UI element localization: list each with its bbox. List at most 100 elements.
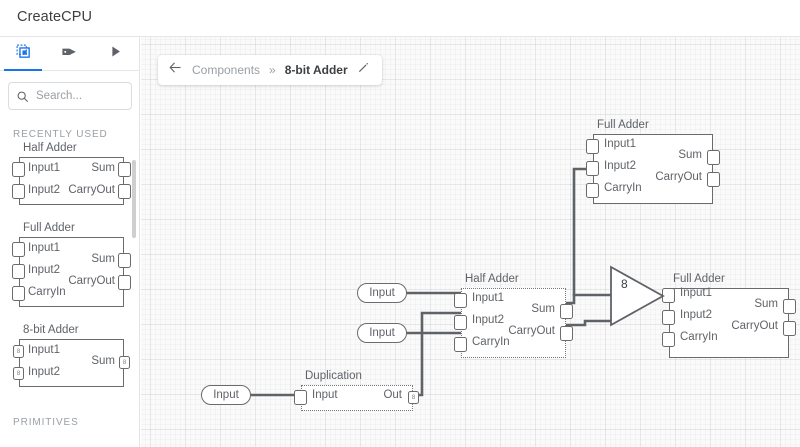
pin-label-sum: Sum [91, 162, 115, 174]
palette-scrollbar[interactable] [132, 160, 136, 238]
section-heading-primitives: PRIMITIVES [13, 417, 79, 428]
pin-label-sum: Sum [531, 303, 555, 315]
pin-label-carryin: CarryIn [28, 286, 66, 298]
bus-widener[interactable]: 8 [601, 265, 667, 327]
pin-label-carryout: CarryOut [731, 320, 778, 332]
pin-input1[interactable] [586, 139, 599, 154]
tab-components[interactable] [0, 37, 46, 71]
pin-carryin[interactable] [454, 337, 467, 352]
pin-carryin[interactable] [12, 286, 25, 301]
pin-label-input1: Input1 [28, 162, 60, 174]
pin-label-input1: Input1 [604, 138, 636, 150]
pin-label-carryout: CarryOut [655, 171, 702, 183]
chip-body [19, 157, 124, 205]
search-box[interactable] [8, 82, 132, 110]
pin-label-sum: Sum [91, 253, 115, 265]
pin-sum[interactable] [783, 299, 796, 314]
search-icon [16, 90, 29, 103]
pin-label-input2: Input2 [680, 309, 712, 321]
arrow-left-icon[interactable] [168, 60, 183, 80]
chip-title: Duplication [305, 370, 362, 382]
pencil-icon[interactable] [357, 61, 370, 79]
chip-body [19, 339, 124, 387]
input-pill-b[interactable]: Input [357, 323, 407, 343]
chip-body[interactable] [593, 134, 713, 204]
pin-label-sum: Sum [754, 298, 778, 310]
pin-input2[interactable] [454, 315, 467, 330]
input-pill-a[interactable]: Input [357, 283, 407, 303]
chip-title: Full Adder [673, 273, 725, 285]
pin-label-input2: Input2 [28, 184, 60, 196]
tab-labels[interactable] [46, 37, 92, 71]
palette-item-half-adder[interactable]: Half Adder Input1 Input2 Sum CarryOut [12, 142, 131, 205]
pin-label-carryin: CarryIn [604, 182, 642, 194]
pin-label-sum: Sum [678, 149, 702, 161]
chip-title: Full Adder [597, 119, 649, 131]
breadcrumb-parent[interactable]: Components [192, 63, 261, 77]
pin-out[interactable]: 8 [408, 391, 419, 404]
pin-label-input2: Input2 [604, 160, 636, 172]
pin-sum[interactable] [118, 253, 131, 268]
pin-input1[interactable] [454, 293, 467, 308]
pin-label-out: Out [383, 389, 402, 401]
schematic-canvas[interactable]: Components » 8-bit Adder Full Adder Inpu… [141, 37, 800, 447]
tab-run[interactable] [92, 37, 138, 71]
breadcrumb-current: 8-bit Adder [284, 63, 348, 77]
search-input[interactable] [36, 86, 120, 106]
pin-sum[interactable] [707, 150, 720, 165]
pin-label-carryout: CarryOut [508, 325, 555, 337]
canvas-component-full-adder-top[interactable]: Full Adder Input1 Input2 CarryIn Sum Car… [586, 119, 720, 204]
chip-title: Full Adder [23, 222, 75, 234]
chip-body[interactable] [301, 385, 413, 411]
component-palette[interactable]: RECENTLY USED Half Adder Input1 Input2 S… [0, 119, 139, 447]
sidebar-tabbar [0, 37, 139, 71]
pin-input2[interactable] [662, 310, 675, 325]
pin-sum[interactable] [118, 162, 131, 177]
pin-carryout[interactable] [707, 172, 720, 187]
triangle-icon [610, 265, 665, 327]
pin-label-carryin: CarryIn [472, 336, 510, 348]
pin-carryout[interactable] [118, 184, 131, 199]
palette-item-full-adder[interactable]: Full Adder Input1 Input2 CarryIn Sum Car… [12, 222, 131, 307]
pin-label-input2: Input2 [472, 314, 504, 326]
pin-input[interactable] [294, 390, 307, 405]
pin-input1[interactable] [12, 242, 25, 257]
chip-title: Half Adder [23, 142, 77, 154]
pin-label-input2: Input2 [28, 264, 60, 276]
input-pill-c[interactable]: Input [201, 385, 251, 405]
section-heading-recently-used: RECENTLY USED [13, 129, 108, 140]
pin-input1[interactable] [12, 162, 25, 177]
pin-label-carryin: CarryIn [680, 331, 718, 343]
canvas-component-duplication[interactable]: Duplication 8 Input Out [294, 370, 419, 411]
pin-label-carryout: CarryOut [68, 275, 115, 287]
chip-title: Half Adder [465, 273, 519, 285]
tag-icon [61, 43, 78, 65]
pin-carryout[interactable] [118, 275, 131, 290]
canvas-component-half-adder[interactable]: Half Adder Input1 Input2 CarryIn Sum Car… [454, 273, 573, 358]
pin-label-input1: Input1 [680, 287, 712, 299]
breadcrumb-separator: » [269, 63, 276, 77]
pin-input2[interactable]: 8 [13, 367, 24, 380]
pin-carryout[interactable] [560, 326, 573, 341]
chip-body[interactable] [461, 288, 566, 358]
pin-label-input1: Input1 [28, 242, 60, 254]
palette-item-8bit-adder[interactable]: 8-bit Adder 8 8 8 Input1 Input2 Sum [13, 324, 130, 387]
pin-input2[interactable] [586, 161, 599, 176]
breadcrumb[interactable]: Components » 8-bit Adder [158, 55, 382, 85]
pin-input2[interactable] [12, 264, 25, 279]
pin-label-input2: Input2 [28, 366, 60, 378]
pin-carryin[interactable] [662, 332, 675, 347]
canvas-component-full-adder-right[interactable]: Full Adder Input1 Input2 CarryIn Sum Car… [662, 273, 796, 358]
chip-title: 8-bit Adder [23, 324, 79, 336]
pin-sum[interactable] [560, 304, 573, 319]
chip-icon [15, 43, 32, 65]
sidebar: RECENTLY USED Half Adder Input1 Input2 S… [0, 37, 140, 447]
pin-sum[interactable]: 8 [119, 356, 130, 369]
pin-input1[interactable]: 8 [13, 345, 24, 358]
pin-input2[interactable] [12, 184, 25, 199]
pin-carryout[interactable] [783, 321, 796, 336]
pin-label-sum: Sum [91, 355, 115, 367]
bus-widener-label: 8 [621, 277, 628, 291]
play-icon [108, 44, 123, 64]
pin-carryin[interactable] [586, 183, 599, 198]
